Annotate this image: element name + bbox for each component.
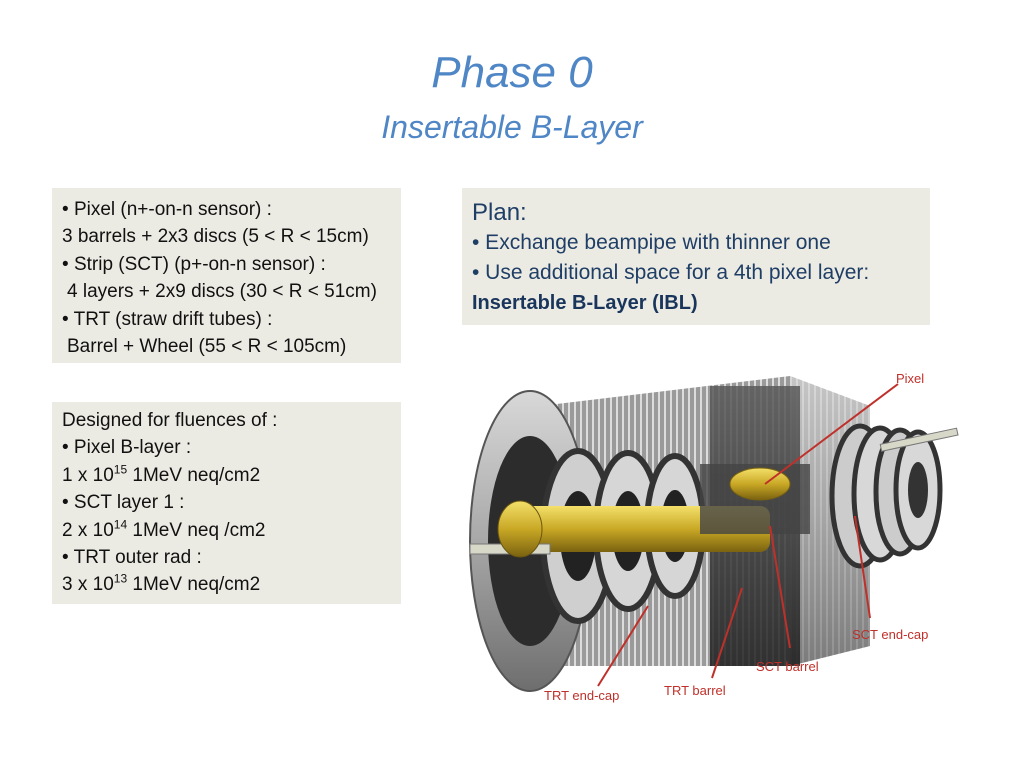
- label-trt-barrel: TRT barrel: [664, 683, 726, 698]
- fluence-value: 3 x 1013 1MeV neq/cm2: [62, 572, 261, 596]
- beampipe: [469, 427, 959, 558]
- plan-highlight: Insertable B-Layer (IBL): [472, 292, 698, 314]
- plan-bullet: • Exchange beampipe with thinner one: [472, 231, 831, 254]
- fluence-label: • Pixel B-layer :: [62, 437, 192, 459]
- label-trt-endcap: TRT end-cap: [544, 688, 619, 703]
- plan-bullet: • Use additional space for a 4th pixel l…: [472, 261, 870, 284]
- page-title: Phase 0: [431, 48, 593, 97]
- leader-lines: [597, 383, 899, 687]
- detector-line: 4 layers + 2x9 discs (30 < R < 51cm): [67, 281, 377, 303]
- detector-line: • TRT (straw drift tubes) :: [62, 308, 273, 330]
- page-subtitle: Insertable B-Layer: [381, 109, 643, 145]
- label-sct-endcap: SCT end-cap: [852, 627, 928, 642]
- fluence-heading: Designed for fluences of :: [62, 410, 278, 431]
- fluence-info-box: Designed for fluences of : • Pixel B-lay…: [52, 402, 401, 604]
- fluence-label: • TRT outer rad :: [62, 547, 202, 569]
- plan-box: Plan: • Exchange beampipe with thinner o…: [462, 188, 930, 325]
- inner-detector-diagram: Pixel SCT end-cap SCT barrel TRT barrel …: [469, 371, 959, 703]
- detector-info-box: • Pixel (n+-on-n sensor) : 3 barrels + 2…: [52, 188, 401, 363]
- fluence-value: 1 x 1015 1MeV neq/cm2: [62, 462, 261, 486]
- sct-endcap-discs: [829, 423, 943, 569]
- fluence-value: 2 x 1014 1MeV neq /cm2: [62, 517, 266, 541]
- detector-line: 3 barrels + 2x3 discs (5 < R < 15cm): [62, 226, 369, 248]
- label-pixel: Pixel: [896, 371, 924, 386]
- pixel-barrel: [520, 464, 810, 552]
- fluence-label: • SCT layer 1 :: [62, 492, 185, 514]
- label-sct-barrel: SCT barrel: [756, 659, 819, 674]
- detector-line: • Strip (SCT) (p+-on-n sensor) :: [62, 253, 326, 275]
- plan-heading: Plan:: [472, 199, 527, 226]
- detector-line: • Pixel (n+-on-n sensor) :: [62, 199, 272, 220]
- detector-line: Barrel + Wheel (55 < R < 105cm): [67, 336, 347, 358]
